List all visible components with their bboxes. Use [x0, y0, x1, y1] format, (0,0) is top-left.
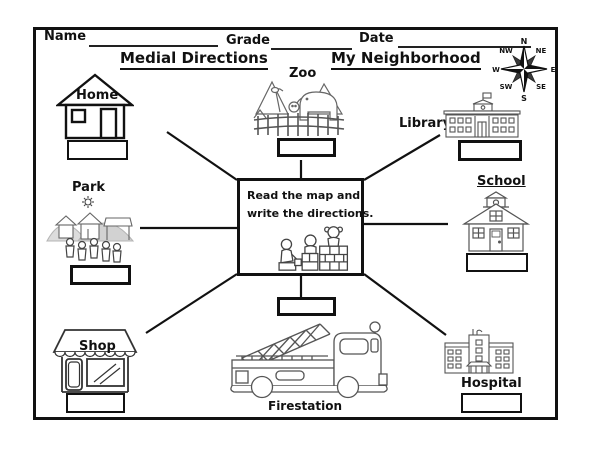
- shop-image: [52, 328, 138, 394]
- center-instruction-line2: write the directions.: [247, 206, 374, 220]
- answer-box-school[interactable]: [466, 253, 528, 272]
- library-image: [443, 91, 521, 140]
- zoo-image: [250, 80, 348, 138]
- connector-line-shop: [145, 273, 238, 334]
- zoo-label: Zoo: [289, 66, 317, 81]
- answer-box-hospital[interactable]: [461, 393, 522, 413]
- page-title-right: My Neighborhood: [331, 49, 481, 70]
- answer-box-home[interactable]: [67, 140, 128, 160]
- school-label: School: [477, 174, 526, 189]
- compass-e-label: E: [551, 66, 556, 74]
- park-image: [46, 195, 134, 265]
- page-border: [33, 27, 558, 420]
- connector-line-hospital: [363, 273, 447, 336]
- children-playing-icon: [276, 224, 356, 272]
- grade-label: Grade: [226, 33, 270, 48]
- answer-box-zoo[interactable]: [277, 138, 336, 157]
- compass-s-label: S: [521, 94, 527, 103]
- home-label: Home: [76, 88, 119, 103]
- date-field-line[interactable]: [398, 32, 531, 48]
- center-instruction-text: Read the map and write the directions.: [247, 187, 373, 222]
- firestation-label: Firestation: [268, 399, 342, 413]
- compass-nw-label: NW: [499, 47, 513, 55]
- park-label: Park: [72, 180, 106, 195]
- answer-box-firestation[interactable]: [277, 297, 336, 316]
- compass-n-label: N: [521, 37, 528, 46]
- hospital-label: Hospital: [461, 376, 522, 391]
- compass-se-label: SE: [536, 83, 546, 91]
- answer-box-library[interactable]: [458, 140, 522, 161]
- compass-w-label: W: [492, 66, 500, 74]
- compass-rose: N NE E SE S SW W NW: [489, 36, 559, 104]
- hospital-image: [443, 328, 516, 378]
- school-image: [461, 189, 531, 253]
- grade-field-line[interactable]: [271, 34, 352, 50]
- answer-box-park[interactable]: [70, 265, 131, 285]
- center-instruction-line1: Read the map and: [247, 189, 361, 202]
- name-field-line[interactable]: [89, 31, 218, 47]
- shop-label: Shop: [79, 339, 116, 354]
- compass-ne-label: NE: [536, 47, 547, 55]
- firestation-image: [228, 316, 390, 400]
- name-label: Name: [44, 29, 87, 44]
- answer-box-shop[interactable]: [66, 393, 125, 413]
- library-label: Library: [399, 116, 452, 131]
- compass-sw-label: SW: [500, 83, 513, 91]
- compass-star-icon: [500, 45, 548, 93]
- connector-line-home: [166, 131, 238, 181]
- connector-line-library: [363, 134, 441, 181]
- date-label: Date: [359, 31, 394, 46]
- center-instruction-box: Read the map and write the directions.: [237, 178, 373, 276]
- page-title-left: Medial Directions: [120, 49, 268, 70]
- home-image: [56, 73, 134, 140]
